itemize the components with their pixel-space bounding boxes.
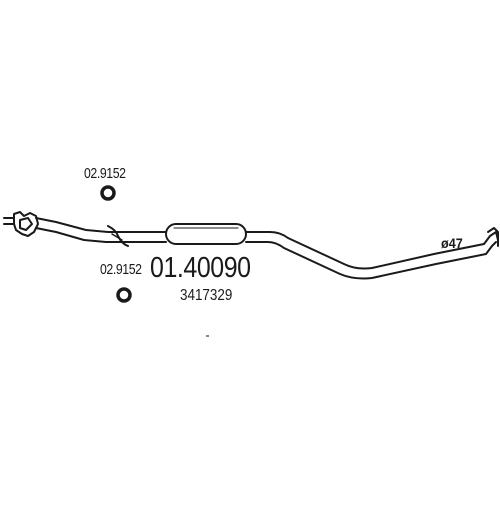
lower-clamp-label: 02.9152 [100, 261, 142, 278]
upper-clamp-label: 02.9152 [84, 165, 126, 182]
pipe-upper-edge [35, 217, 499, 270]
inlet-flange [3, 211, 39, 237]
muffler [165, 223, 247, 245]
diameter-label: ø47 [441, 235, 463, 251]
upper-clamp-ring [100, 185, 116, 201]
lower-clamp-ring [116, 287, 132, 303]
outlet-end [487, 227, 499, 247]
hanger-bracket [107, 225, 129, 247]
oem-number: 3417329 [180, 287, 233, 304]
pipe-lower-edge [35, 227, 497, 280]
part-number: 01.40090 [150, 252, 251, 284]
